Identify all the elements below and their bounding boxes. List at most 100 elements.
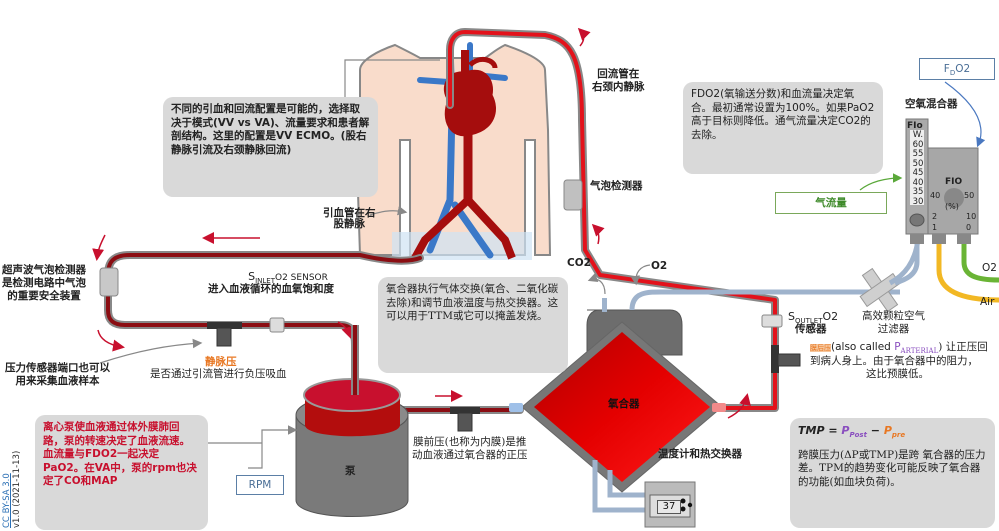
scale-tick: 60 bbox=[912, 139, 924, 150]
p-pre: P bbox=[883, 424, 892, 437]
thermometer-label: 温度计和热交换器 bbox=[658, 448, 742, 460]
dial-tick-10: 10 bbox=[966, 212, 977, 221]
oxygenator-label: 氧合器 bbox=[608, 398, 640, 410]
p-post-sub: Post bbox=[849, 431, 867, 440]
fdo2-sub: D bbox=[949, 69, 956, 78]
hepa-filter-label: 高效颗粒空气 过滤器 bbox=[862, 310, 925, 335]
p-post: P bbox=[841, 424, 850, 437]
heart-and-arteries bbox=[411, 50, 516, 260]
dial-tick-40: 40 bbox=[930, 191, 941, 200]
post-membrane-tag: 膜后压 bbox=[810, 344, 831, 352]
tmp-eq: = bbox=[824, 424, 842, 437]
scale-tick: 50 bbox=[912, 158, 924, 169]
dial-tick-1: 1 bbox=[932, 223, 938, 232]
temperature-display: 37 bbox=[657, 500, 681, 514]
dial-label: FIO bbox=[945, 177, 963, 187]
bubble-detector-label: 气泡检测器 bbox=[590, 180, 643, 192]
gas-flow-arrow bbox=[859, 173, 903, 191]
scale-tick: W. bbox=[912, 130, 924, 140]
venous-pressure-desc: 是否通过引流管进行负压吸血 bbox=[150, 368, 287, 380]
return-cannula-label: 回流管在 右颈内静脉 bbox=[592, 68, 645, 93]
scale-tick: 55 bbox=[912, 149, 924, 159]
soutlet-desc: 传感器 bbox=[795, 323, 827, 335]
tmp-description: 跨膜压力(ΔP或TMP)是跨 氧合器的压力差。TPM的趋势变化可能反映了氧合器的… bbox=[798, 448, 986, 488]
p-pre-sub: pre bbox=[891, 431, 906, 440]
sinlet-label: SINLETO2 SENSOR bbox=[208, 270, 368, 288]
tmp-lhs: TMP bbox=[798, 424, 825, 437]
fdo2-box: FDO2 bbox=[919, 58, 995, 80]
sinlet-desc: 进入血液循环的血氧饱和度 bbox=[208, 283, 334, 295]
fdo2-arrow bbox=[944, 81, 986, 148]
version-label: v1.0 (2021-11-13) bbox=[12, 450, 22, 528]
oxygenator bbox=[509, 289, 900, 513]
blender-output-line bbox=[894, 244, 920, 286]
p-arterial-sub: ARTERIAL bbox=[900, 347, 939, 356]
pre-membrane-pressure-port bbox=[450, 407, 480, 432]
footer: CC BY-SA 3.0 v1.0 (2021-11-13) bbox=[2, 448, 22, 528]
o2-line-label: O2 bbox=[982, 262, 997, 274]
dial-unit: (%) bbox=[945, 202, 959, 211]
sinlet-tail: O2 SENSOR bbox=[275, 273, 328, 283]
pump-note: 离心泵使血液通过体外膜肺回路，泵的转速决定了血液流速。血流量与FDO2一起决定P… bbox=[35, 415, 208, 530]
pressure-port-label: 压力传感器端口也可以 用来采集血液样本 bbox=[5, 362, 110, 387]
drainage-cannula-arrow bbox=[369, 205, 408, 216]
scale-tick: 45 bbox=[912, 168, 924, 178]
bubble-detector-device bbox=[563, 179, 583, 211]
blender-label: 空氧混合器 bbox=[905, 98, 958, 110]
license-link[interactable]: CC BY-SA 3.0 bbox=[2, 473, 12, 528]
oxygenator-note: 氧合器执行气体交换(氧合、二氧化碳去除)和调节血液温度与热交换器。这可以用于TT… bbox=[378, 277, 568, 373]
sinlet-s: S bbox=[248, 270, 256, 283]
post-membrane-desc1: ) 让正压回 bbox=[938, 341, 988, 353]
pump-label: 泵 bbox=[345, 465, 356, 477]
tmp-formula: TMP = PPost − Ppre bbox=[798, 424, 987, 443]
drainage-cannula-label: 引血管在右 股静脉 bbox=[323, 207, 376, 230]
config-connector bbox=[344, 59, 440, 97]
post-membrane-line1: 膜后压(also called PARTERIAL) 让正压回 bbox=[810, 341, 988, 358]
co2-out-arrow bbox=[587, 272, 606, 295]
fdo2-note: FDO2(氧输送分数)和血流量决定氧合。最初通常设置为100%。如果PaO2高于… bbox=[683, 82, 883, 174]
scale-tick: 30 bbox=[912, 196, 924, 207]
return-line bbox=[446, 28, 779, 412]
dial-tick-50: 50 bbox=[964, 191, 975, 200]
o2-supply-line bbox=[961, 244, 999, 283]
sinlet-sub: INLET bbox=[255, 277, 276, 286]
venous-pressure-label: 静脉压 bbox=[205, 356, 237, 368]
soutlet-sub: OUTLET bbox=[794, 317, 823, 326]
scale-tick: 35 bbox=[912, 187, 924, 197]
scale-tick: 40 bbox=[912, 177, 924, 188]
config-note: 不同的引血和回流配置是可能的，选择取决于模式(VV vs VA)、流量要求和患者… bbox=[163, 97, 378, 197]
flowmeter-scale: W. 60 55 50 45 40 35 30 bbox=[910, 130, 926, 207]
fdo2-f: F bbox=[943, 63, 950, 75]
air-supply-line bbox=[936, 244, 999, 303]
centrifugal-pump bbox=[295, 325, 409, 517]
o2-label: O2 bbox=[651, 260, 668, 272]
flow-arrows bbox=[92, 27, 751, 419]
gas-flow-box: 气流量 bbox=[775, 192, 887, 214]
ultrasonic-bubble-detector-device bbox=[99, 267, 119, 297]
co2-label: CO2 bbox=[567, 257, 591, 269]
post-membrane-pressure-port bbox=[771, 345, 801, 373]
air-oxygen-blender bbox=[905, 118, 979, 244]
ultrasonic-bubble-label: 超声波气泡检测器 是检测电路中气泡 的重要安全装置 bbox=[2, 264, 86, 302]
dial-tick-2: 2 bbox=[932, 212, 938, 221]
o2-in-arrow bbox=[630, 264, 651, 286]
p-arterial: P bbox=[894, 341, 901, 353]
tmp-minus: − bbox=[866, 424, 884, 437]
post-membrane-line2: 到病人身上。由于氧合器中的阻力， bbox=[810, 355, 978, 367]
pressure-port-arrow bbox=[99, 338, 203, 364]
soutlet-label: SOUTLETO2 bbox=[788, 310, 838, 328]
post-membrane-line3: 这比预膜低。 bbox=[866, 368, 929, 380]
post-membrane-also: (also called bbox=[831, 341, 895, 353]
tmp-note: TMP = PPost − Ppre 跨膜压力(ΔP或TMP)是跨 氧合器的压力… bbox=[790, 418, 995, 528]
flowmeter-label: FIo bbox=[907, 121, 923, 131]
soutlet-sensor-device bbox=[761, 314, 783, 328]
air-line-label: Air bbox=[980, 296, 995, 308]
fdo2-tail: O2 bbox=[955, 63, 971, 75]
rpm-connector bbox=[248, 425, 298, 469]
soutlet-s: S bbox=[788, 310, 795, 323]
dial-tick-0: 0 bbox=[966, 223, 972, 232]
soutlet-tail: O2 bbox=[822, 310, 839, 323]
sinlet-sensor-device bbox=[269, 317, 285, 333]
